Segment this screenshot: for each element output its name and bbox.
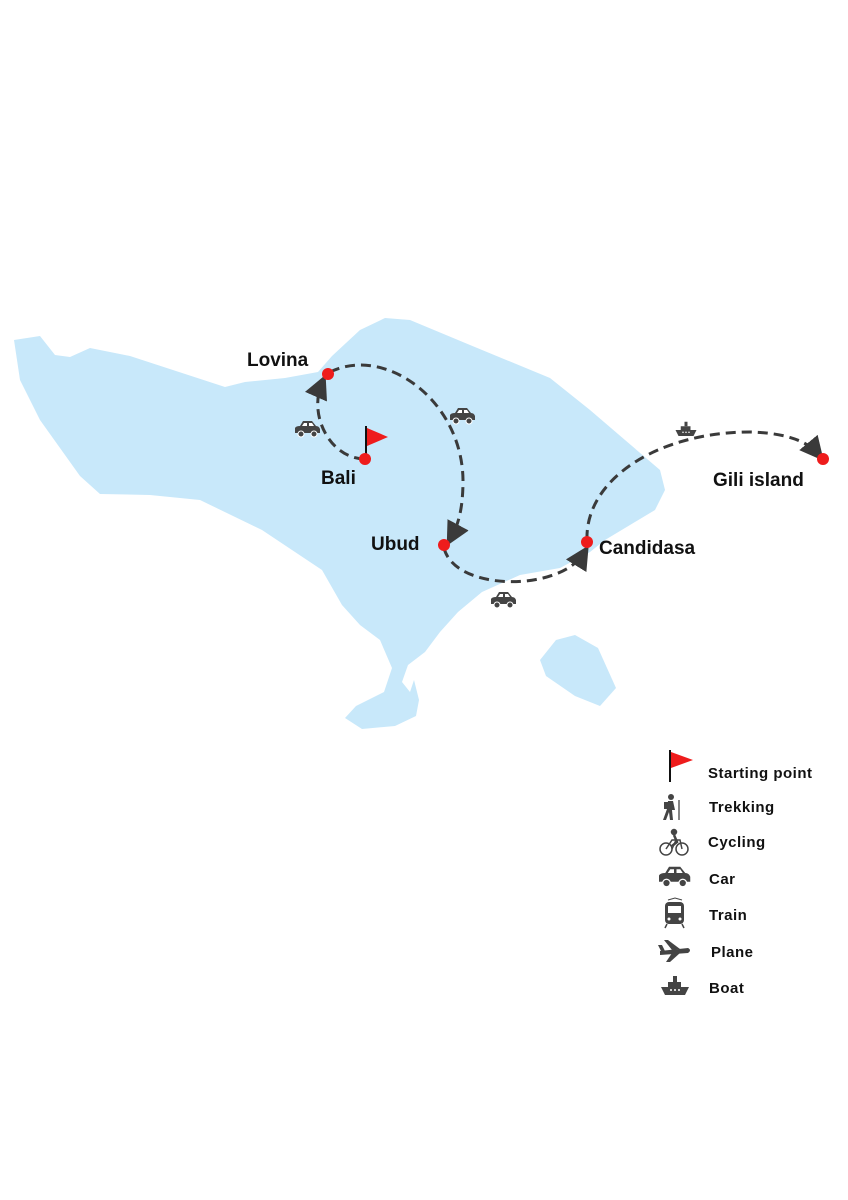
place-marker-bali[interactable] (359, 453, 371, 465)
legend-label-boat: Boat (709, 980, 745, 997)
place-marker-gili-island[interactable] (817, 453, 829, 465)
place-label-lovina: Lovina (247, 350, 309, 371)
place-marker-candidasa[interactable] (581, 536, 593, 548)
legend-label-starting-point: Starting point (708, 765, 813, 782)
train-icon (664, 897, 685, 929)
bali-island (14, 318, 665, 729)
boat-icon (675, 421, 697, 436)
car-icon (658, 866, 691, 888)
place-label-bali: Bali (321, 468, 356, 489)
car-icon (490, 591, 517, 609)
plane-icon (658, 940, 690, 962)
route-lovina-ubud (329, 363, 469, 546)
legend-label-plane: Plane (711, 944, 754, 961)
legend-label-car: Car (709, 871, 736, 888)
nusa-penida-island (540, 635, 616, 706)
legend-label-trekking: Trekking (709, 799, 775, 816)
bicycle-icon (659, 828, 689, 856)
route-bali-lovina (305, 374, 365, 461)
hiker-icon (663, 794, 680, 820)
boat-icon (661, 976, 689, 995)
place-label-ubud: Ubud (371, 534, 420, 555)
legend-label-cycling: Cycling (708, 834, 766, 851)
flag-icon (669, 750, 693, 782)
legend-label-train: Train (709, 907, 748, 924)
place-marker-ubud[interactable] (438, 539, 450, 551)
place-label-candidasa: Candidasa (599, 538, 696, 559)
route-ubud-candidasa (442, 545, 589, 584)
place-label-gili-island: Gili island (713, 470, 804, 491)
place-marker-lovina[interactable] (322, 368, 334, 380)
